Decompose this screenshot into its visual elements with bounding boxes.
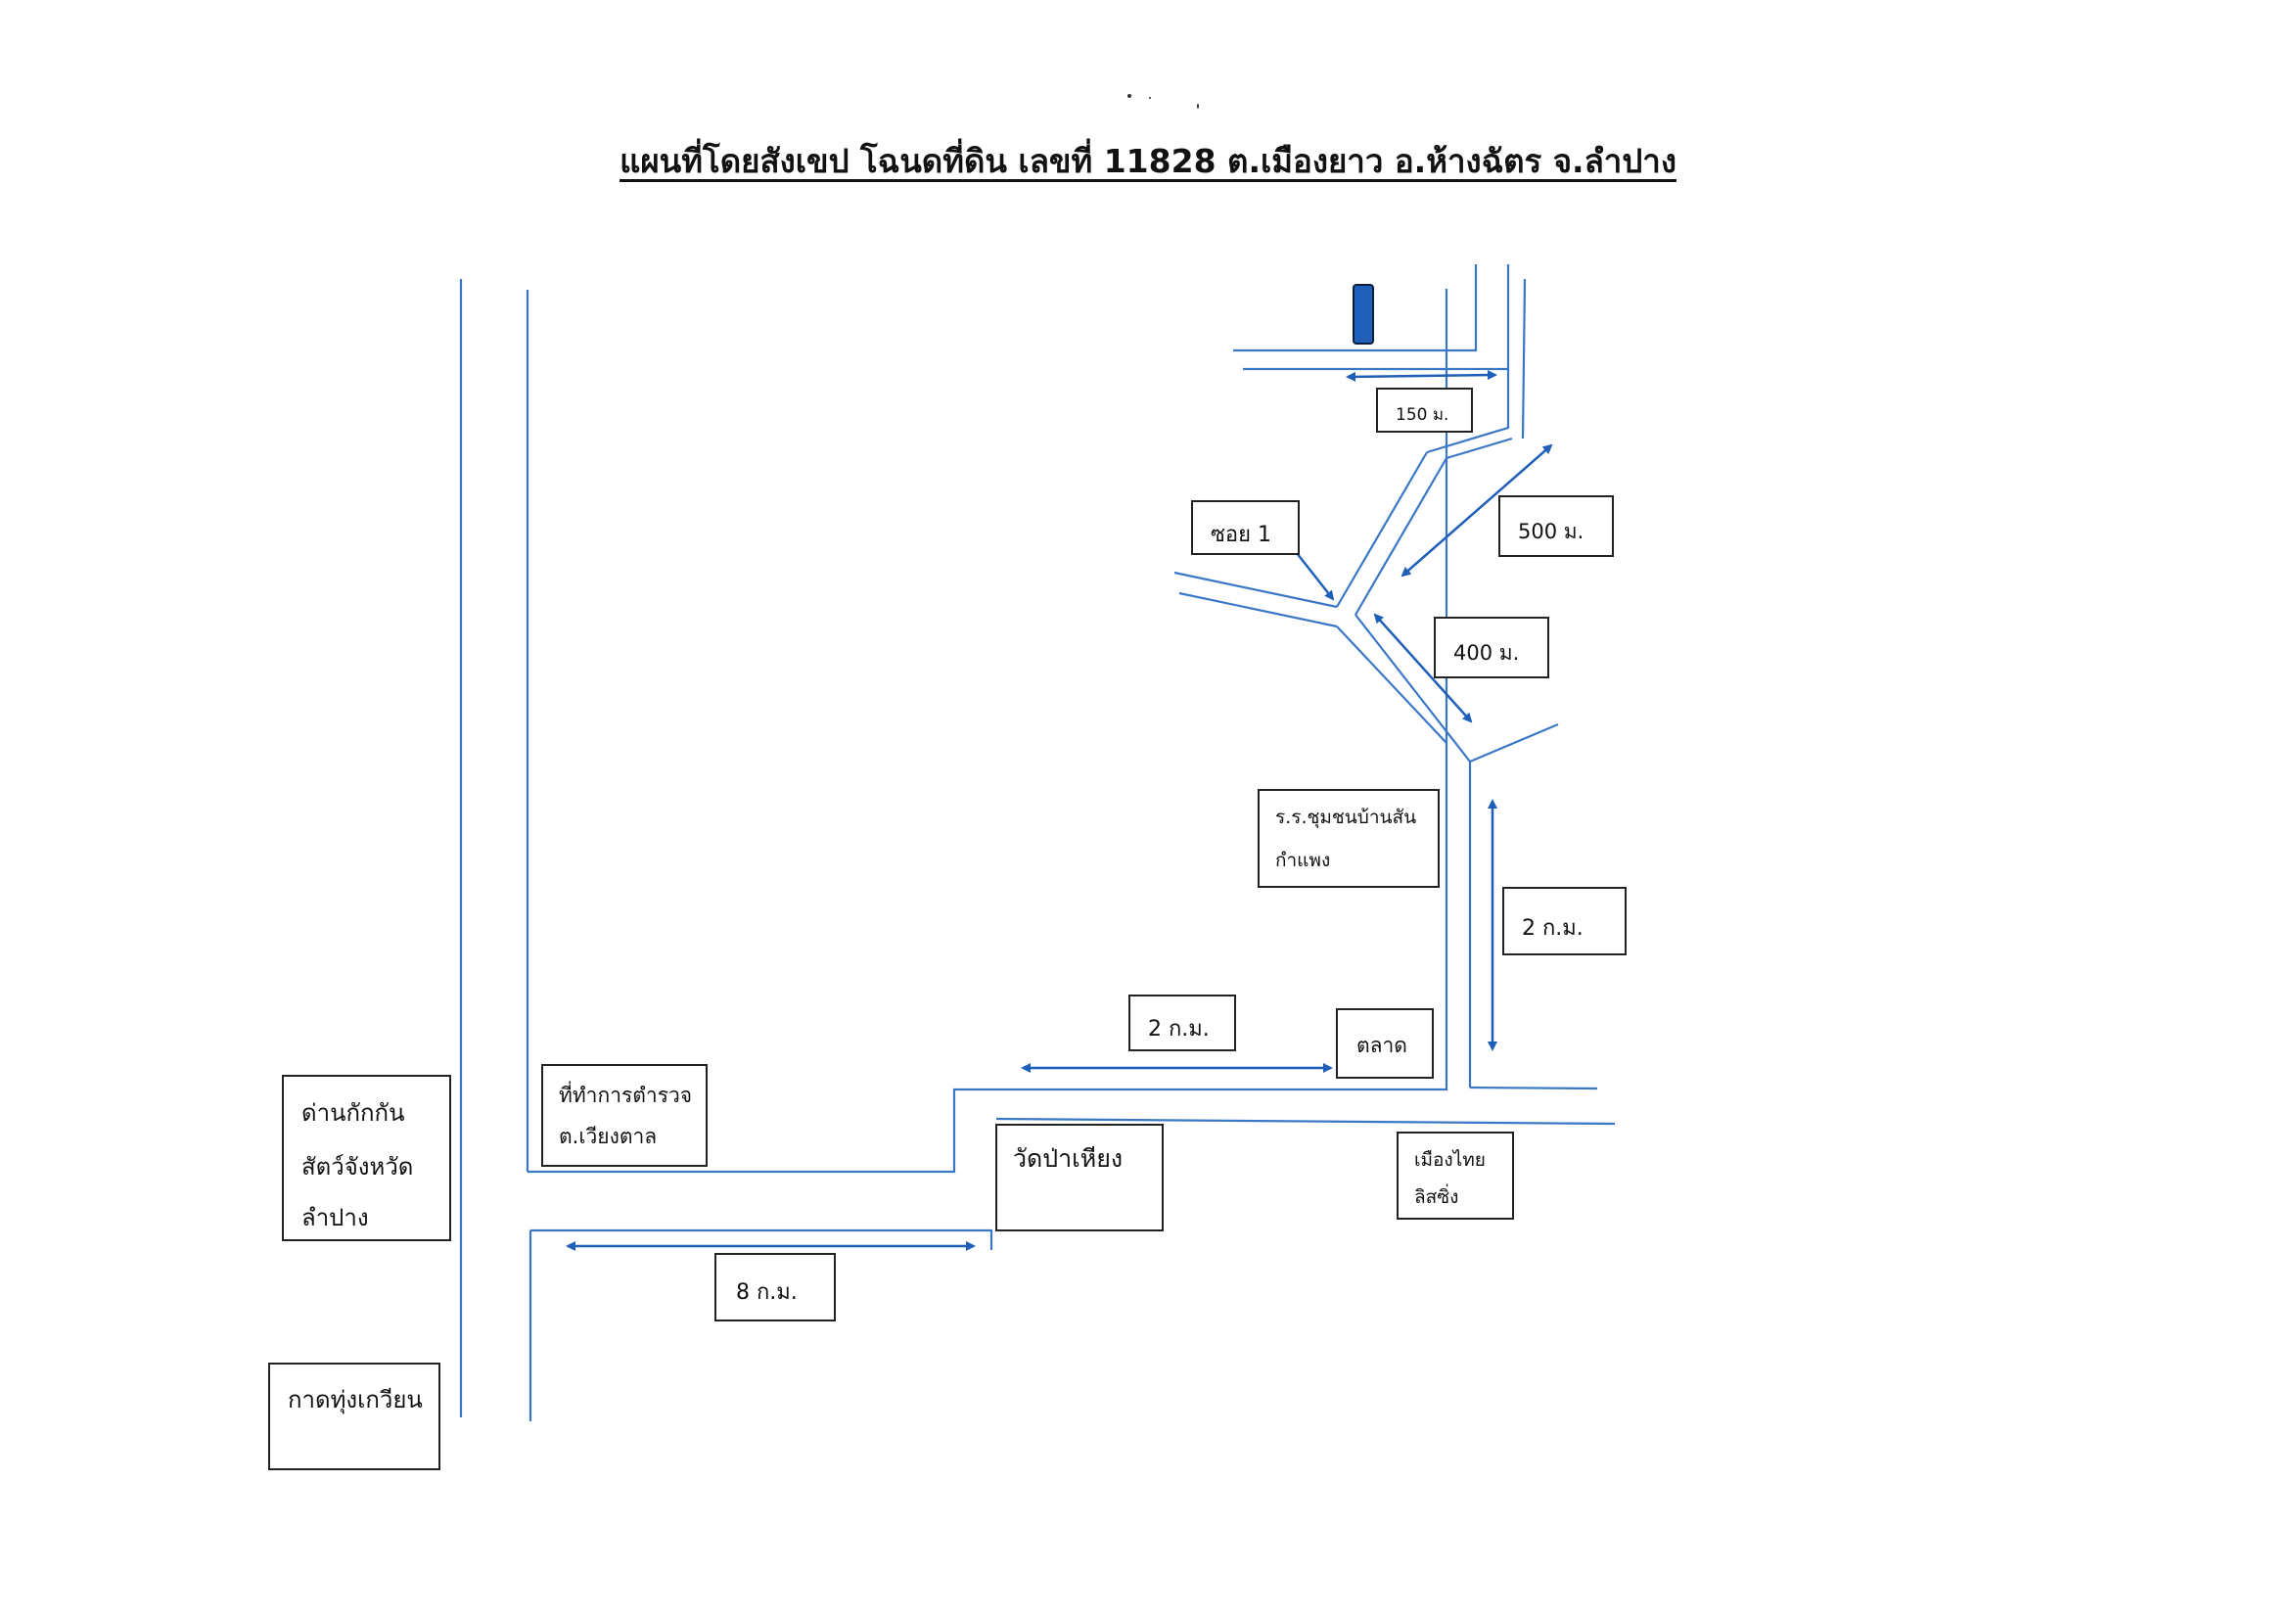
police-line-2: ต.เวียงตาล xyxy=(559,1125,658,1148)
checkpoint-line-3: ลำปาง xyxy=(301,1204,369,1231)
land-plot-marker xyxy=(1353,284,1374,345)
road-north-edge-west xyxy=(528,289,1448,1174)
road-south-edge-west xyxy=(530,1228,993,1250)
top-road-south-edge xyxy=(1426,264,1510,454)
road-upper-east-edge xyxy=(1355,457,1447,616)
arrow-400m xyxy=(1373,613,1473,723)
top-road-north-edge xyxy=(1233,264,1478,352)
market-label: ตลาด xyxy=(1356,1034,1407,1057)
map-title: แผนที่โดยสังเขป โฉนดที่ดิน เลขที่ 11828 … xyxy=(620,142,1676,180)
arrow-500m xyxy=(1401,443,1553,578)
police-box: ที่ทำการตำรวจ ต.เวียงตาล xyxy=(541,1064,708,1167)
distance-150m-label: 150 ม. xyxy=(1396,405,1449,425)
distance-400m-box: 400 ม. xyxy=(1434,617,1549,678)
distance-2km-horizontal-box: 2 ก.ม. xyxy=(1128,995,1236,1051)
muang-thai-line-2: ลิสซิ่ง xyxy=(1414,1186,1459,1208)
kad-thung-kwian-label: กาดทุ่งเกวียน xyxy=(288,1386,423,1413)
soi-box: ซอย 1 xyxy=(1191,500,1300,555)
road-ne-branch xyxy=(1469,722,1559,764)
arrow-soi1-pointer xyxy=(1296,552,1335,601)
soi-road-north-edge xyxy=(1173,571,1338,609)
checkpoint-box: ด่านกักกัน สัตว์จังหวัด ลำปาง xyxy=(282,1075,451,1241)
distance-150m-box: 150 ม. xyxy=(1376,388,1473,433)
distance-500m-label: 500 ม. xyxy=(1518,520,1584,543)
distance-arrows xyxy=(566,370,1553,1251)
scan-specks xyxy=(1125,86,1204,116)
kad-thung-kwian-box: กาดทุ่งเกวียน xyxy=(268,1363,440,1470)
distance-400m-label: 400 ม. xyxy=(1453,641,1520,665)
road-upper-link xyxy=(1446,437,1513,460)
soi-label: ซอย 1 xyxy=(1211,523,1272,547)
school-line-1: ร.ร.ชุมชนบ้านสัน xyxy=(1275,807,1417,828)
police-line-1: ที่ทำการตำรวจ xyxy=(559,1084,693,1107)
market-box: ตลาด xyxy=(1336,1008,1434,1079)
roads xyxy=(459,264,1616,1421)
school-box: ร.ร.ชุมชนบ้านสัน กำแพง xyxy=(1258,789,1440,888)
road-upper-west-edge xyxy=(1336,451,1428,608)
soi-road-south-edge xyxy=(1178,591,1338,628)
distance-500m-box: 500 ม. xyxy=(1498,495,1614,557)
road-south-edge-east xyxy=(995,1117,1616,1126)
checkpoint-line-2: สัตว์จังหวัด xyxy=(301,1153,414,1181)
distance-2km-vertical-label: 2 ก.ม. xyxy=(1522,916,1584,941)
school-line-2: กำแพง xyxy=(1275,850,1331,871)
distance-8km-label: 8 ก.ม. xyxy=(736,1280,798,1305)
wat-label: วัดป่าเหียง xyxy=(1013,1144,1124,1173)
road-nw-diagonal-west xyxy=(1336,625,1447,744)
distance-2km-horizontal-label: 2 ก.ม. xyxy=(1148,1017,1210,1042)
top-road-vertical-east xyxy=(1521,278,1527,440)
wat-box: วัดป่าเหียง xyxy=(995,1124,1164,1231)
checkpoint-line-1: ด่านกักกัน xyxy=(301,1099,405,1127)
distance-8km-box: 8 ก.ม. xyxy=(714,1253,836,1321)
muang-thai-box: เมืองไทย ลิสซิ่ง xyxy=(1397,1132,1514,1220)
muang-thai-line-1: เมืองไทย xyxy=(1414,1149,1486,1171)
arrow-150m xyxy=(1346,370,1497,382)
distance-2km-vertical-box: 2 ก.ม. xyxy=(1502,887,1627,955)
